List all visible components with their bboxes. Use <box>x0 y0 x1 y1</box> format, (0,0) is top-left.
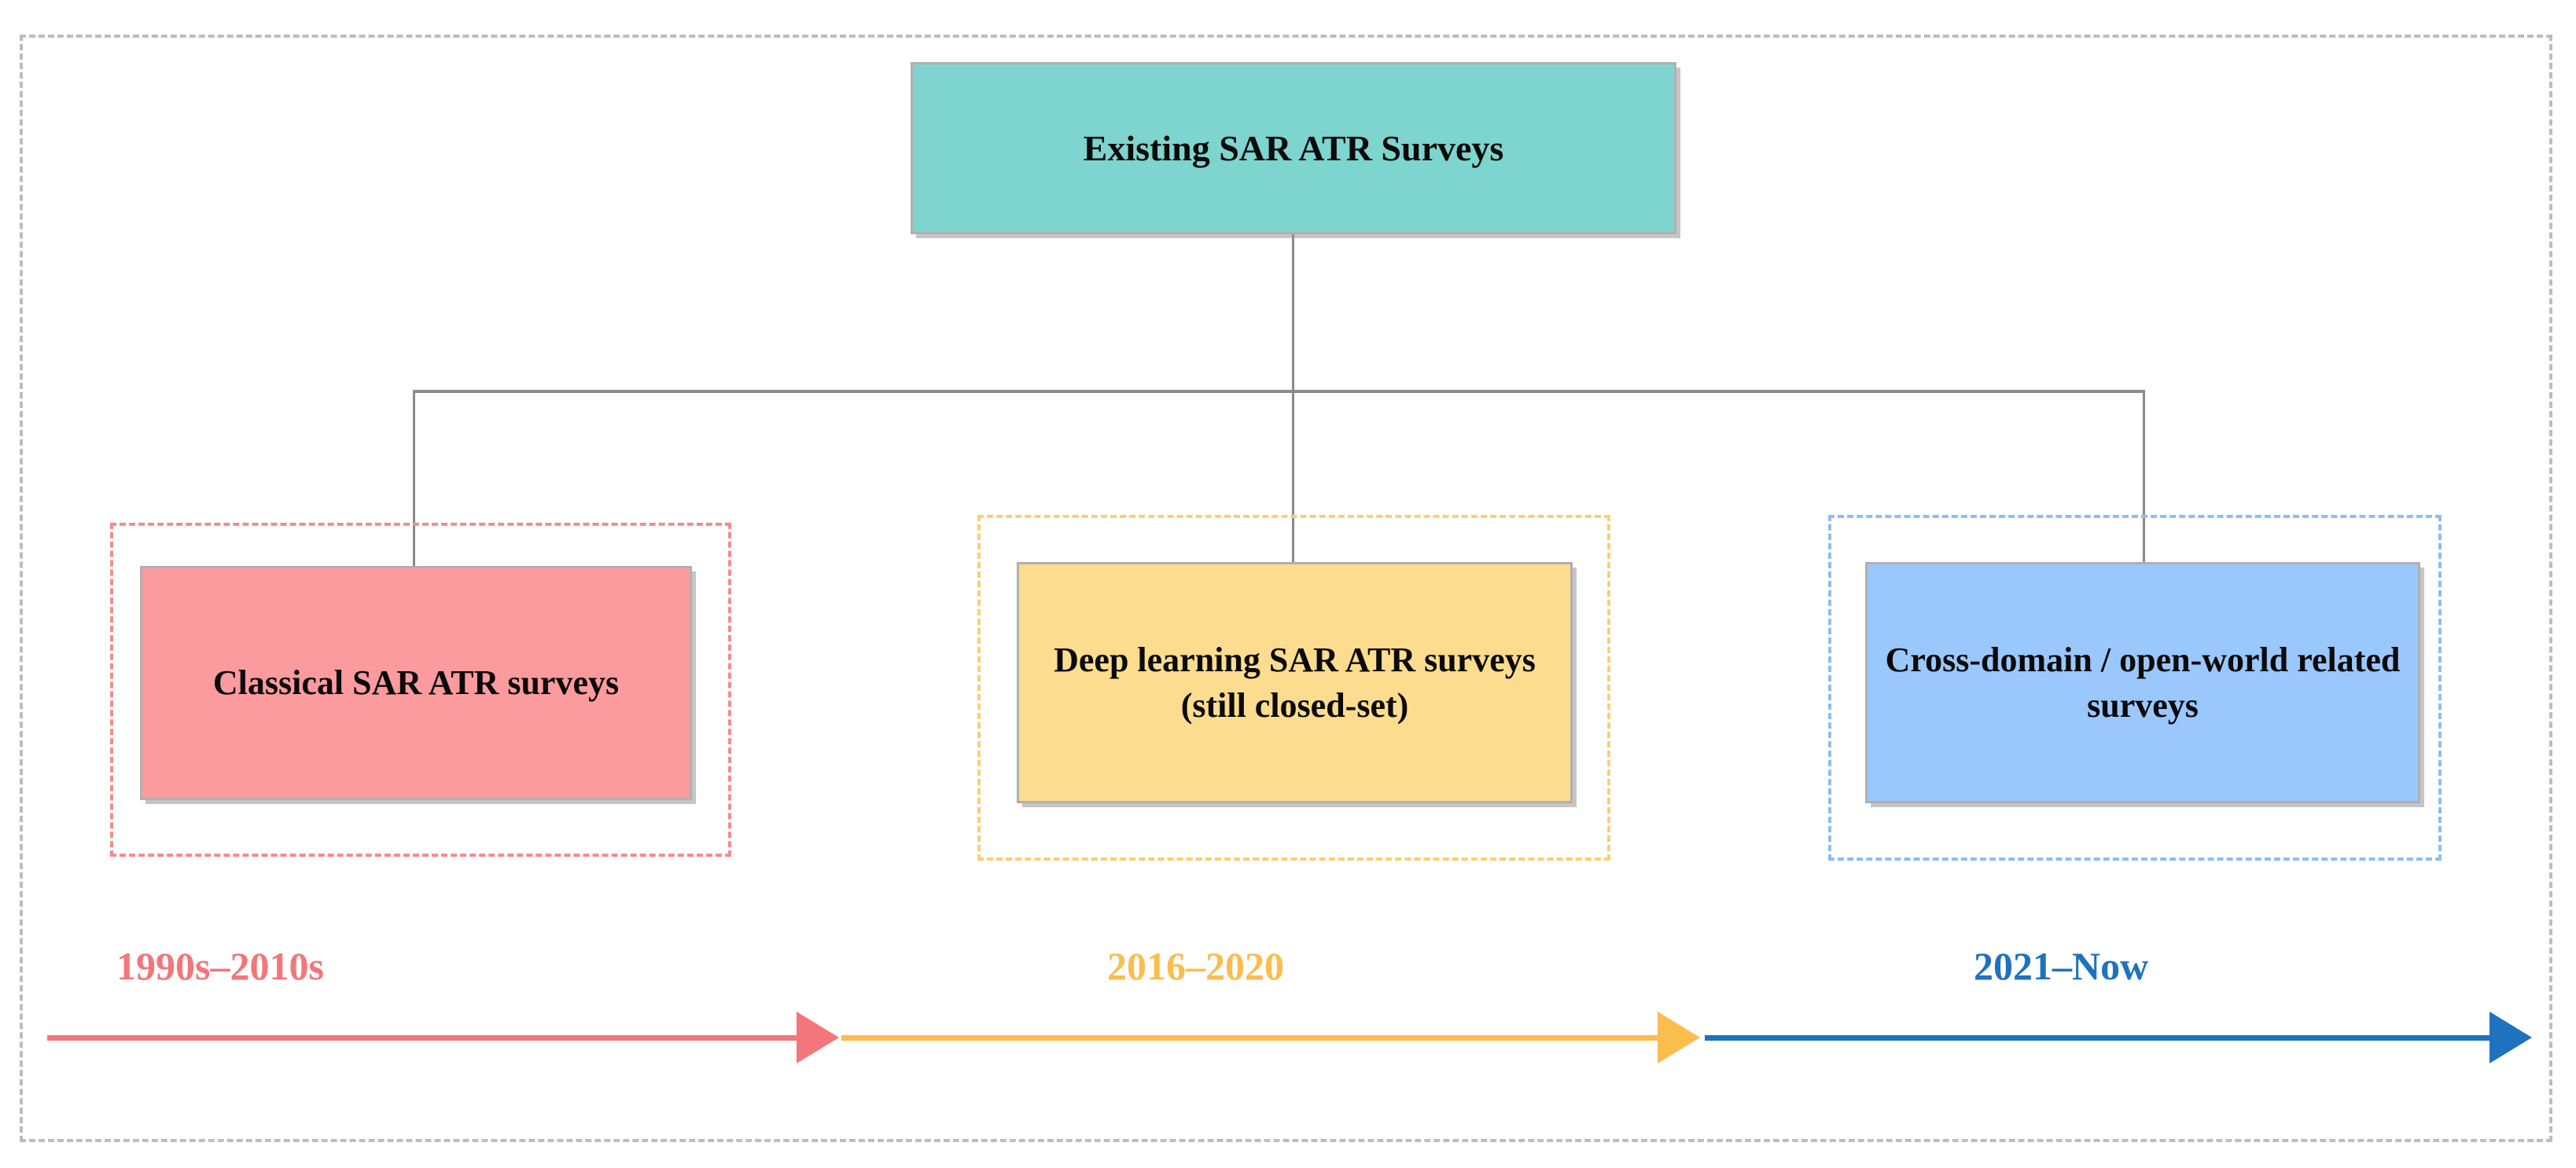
node-cross-domain-open-world-surveys[interactable]: Cross-domain / open-world related survey… <box>1865 562 2420 803</box>
node-deep-learning-sar-atr-surveys[interactable]: Deep learning SAR ATR surveys (still clo… <box>1017 562 1573 803</box>
diagram-outer-frame <box>20 35 2552 1142</box>
timeline-arrowhead-icon-2 <box>1658 1012 1700 1063</box>
node-root-label: Existing SAR ATR Surveys <box>1083 127 1504 168</box>
timeline-label-2021-now: 2021–Now <box>1974 944 2149 988</box>
timeline-arrowhead-icon-3 <box>2490 1012 2532 1063</box>
connector-branch-left <box>413 390 415 567</box>
node-classical-label: Classical SAR ATR surveys <box>212 663 620 703</box>
timeline-arrow-line-3 <box>1705 1035 2491 1041</box>
node-classical-sar-atr-surveys[interactable]: Classical SAR ATR surveys <box>140 566 692 800</box>
group-region-classical <box>110 523 731 857</box>
timeline-arrow-line-1 <box>47 1035 798 1041</box>
timeline-label-1990s-2010s: 1990s–2010s <box>116 944 324 988</box>
timeline-label-2016-2020: 2016–2020 <box>1107 944 1284 988</box>
timeline-arrowhead-icon-1 <box>797 1012 839 1063</box>
connector-root-vertical <box>1292 234 1294 392</box>
connector-branch-right <box>2143 390 2145 564</box>
timeline-arrow-line-2 <box>841 1035 1659 1041</box>
group-region-cross-domain <box>1828 515 2442 861</box>
node-deep-learning-label: Deep learning SAR ATR surveys (still clo… <box>1054 641 1536 725</box>
node-root-existing-surveys[interactable]: Existing SAR ATR Surveys <box>911 62 1676 234</box>
connector-branch-middle <box>1292 390 1294 564</box>
node-cross-domain-label: Cross-domain / open-world related survey… <box>1885 641 2401 725</box>
group-region-deep-learning <box>977 515 1610 861</box>
connector-horizontal-bar <box>413 390 2145 393</box>
